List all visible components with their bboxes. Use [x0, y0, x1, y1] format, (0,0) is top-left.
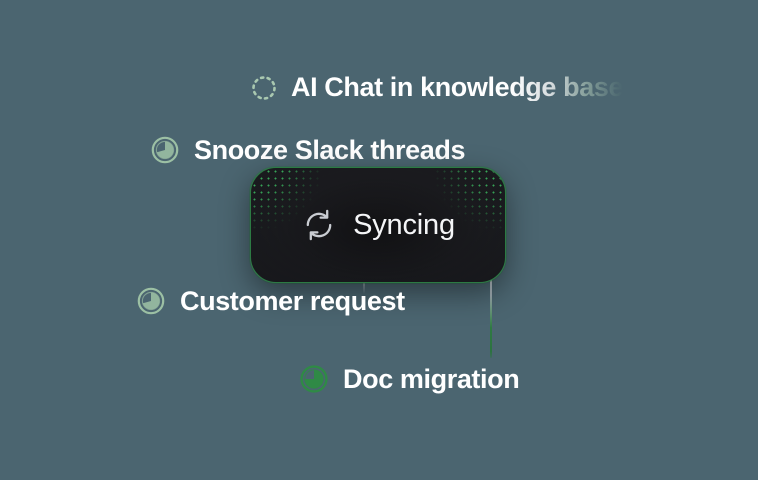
pie-progress-icon: [150, 135, 180, 165]
task-label-snooze-slack: Snooze Slack threads: [194, 134, 466, 165]
dotted-circle-icon: [251, 75, 277, 101]
task-item-snooze-slack[interactable]: Snooze Slack threads: [150, 134, 466, 165]
sync-refresh-icon: [301, 207, 337, 243]
task-item-doc-migration[interactable]: Doc migration: [299, 363, 520, 394]
task-label-customer-request: Customer request: [180, 285, 405, 316]
sync-status-card[interactable]: Syncing: [250, 167, 506, 283]
task-item-customer-request[interactable]: Customer request: [136, 286, 405, 316]
pie-progress-icon: [299, 364, 329, 394]
task-label-ai-chat: AI Chat in knowledge base: [291, 72, 624, 102]
task-item-ai-chat[interactable]: AI Chat in knowledge base: [251, 74, 623, 101]
sync-status-label: Syncing: [353, 208, 455, 241]
task-label-doc-migration: Doc migration: [343, 363, 520, 394]
pie-progress-icon: [136, 286, 166, 316]
connector-line-bottom: [490, 278, 492, 358]
